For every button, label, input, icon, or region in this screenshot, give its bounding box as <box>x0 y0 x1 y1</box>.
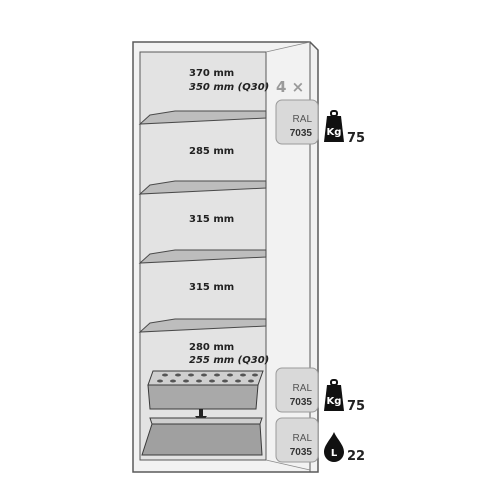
max-load-value: 75 <box>347 399 365 414</box>
ral-code: 7035 <box>290 397 313 408</box>
ral-code: 7035 <box>290 128 313 139</box>
ral-label: RAL <box>293 114 313 125</box>
volume-unit: L <box>331 448 338 459</box>
sump-volume-value: 22 <box>347 449 365 464</box>
ral-swatch: RAL 7035 <box>275 367 319 413</box>
perforated-insert <box>147 370 264 410</box>
weight-unit: Kg <box>327 396 342 407</box>
ral-label: RAL <box>293 433 313 444</box>
compartment-5-height: 280 mm <box>189 342 234 353</box>
compartment-1-height-q30: 350 mm (Q30) <box>189 82 269 93</box>
compartment-5-height-q30: 255 mm (Q30) <box>189 355 269 366</box>
weight-unit: Kg <box>327 127 342 138</box>
ral-label: RAL <box>293 383 313 394</box>
compartment-2-height: 285 mm <box>189 146 234 157</box>
ral-swatch: RAL 7035 <box>275 99 319 145</box>
ral-code: 7035 <box>290 447 313 458</box>
liquid-drop-icon: L <box>324 432 344 462</box>
weight-icon: Kg <box>324 110 344 142</box>
compartment-3-height: 315 mm <box>189 214 234 225</box>
sump-tray <box>141 417 263 456</box>
shelf <box>138 110 267 125</box>
compartment-1-height: 370 mm <box>189 68 234 79</box>
compartment-4-height: 315 mm <box>189 282 234 293</box>
shelf <box>138 180 267 195</box>
shelf-count: 4 × <box>276 78 304 96</box>
ral-swatch: RAL 7035 <box>275 417 319 463</box>
shelf <box>138 318 267 333</box>
weight-icon: Kg <box>324 379 344 411</box>
shelf <box>138 249 267 264</box>
max-load-value: 75 <box>347 131 365 146</box>
